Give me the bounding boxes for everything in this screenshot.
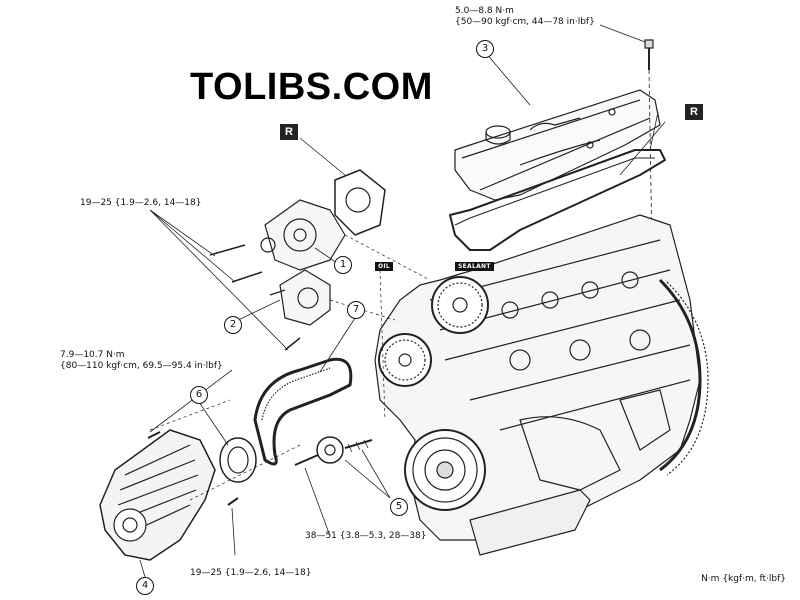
timing-belt (253, 357, 353, 466)
lower-cover-bolt-torque: 19—25 {1.9—2.6, 14—18} (190, 568, 312, 578)
head-cover-gasket (449, 111, 666, 251)
watermark-text: TOLIBS.COM (190, 66, 433, 108)
crankshaft-pulley (404, 429, 486, 511)
timing-belt-tensioner (294, 436, 373, 466)
cylinder-head-cover (454, 89, 661, 201)
leader-lines (139, 51, 666, 578)
callout-number: 7 (347, 301, 365, 319)
tensioner-bolt-torque: 38—51 {3.8—5.3, 28—38} (305, 531, 427, 541)
callout-number: 6 (190, 386, 208, 404)
callout-number: 1 (334, 256, 352, 274)
water-pump (260, 199, 346, 271)
head-cover-bolt-torque: 5.0—8.8 N·m {50—90 kgf·cm, 44—78 in·lbf} (455, 6, 595, 28)
vacuum-pump (269, 269, 331, 326)
camshaft-pulley (431, 276, 489, 334)
water-pump-gasket (299, 137, 386, 236)
torque-line: {50—90 kgf·cm, 44—78 in·lbf} (455, 17, 595, 27)
torque-line: {80—110 kgf·cm, 69.5—95.4 in·lbf} (60, 361, 223, 371)
crankshaft-timing-pulley (219, 437, 257, 483)
callout-number: 3 (476, 40, 494, 58)
callout-number: 2 (224, 316, 242, 334)
oil-tag: OIL (375, 262, 394, 271)
torque-line: 7.9—10.7 N·m (60, 350, 125, 360)
water-pump-bolt-torque: 19—25 {1.9—2.6, 14—18} (80, 198, 202, 208)
callout-number: 4 (136, 577, 154, 595)
replace-mark: R (685, 104, 703, 120)
oil-pan (469, 489, 591, 556)
timing-cover-bolt-torque: 7.9—10.7 N·m {80—110 kgf·cm, 69.5—95.4 i… (60, 350, 223, 372)
water-pump-bolts (149, 209, 301, 351)
injection-pump-pulley (378, 333, 432, 387)
sealant-tag: SEALANT (455, 262, 494, 271)
replace-mark: R (280, 124, 298, 140)
timing-belt-cover (99, 429, 239, 561)
alignment-lines (149, 234, 431, 501)
unit-note: N·m {kgf·m, ft·lbf} (701, 574, 786, 584)
callout-number: 5 (390, 498, 408, 516)
torque-line: 5.0—8.8 N·m (455, 6, 514, 16)
